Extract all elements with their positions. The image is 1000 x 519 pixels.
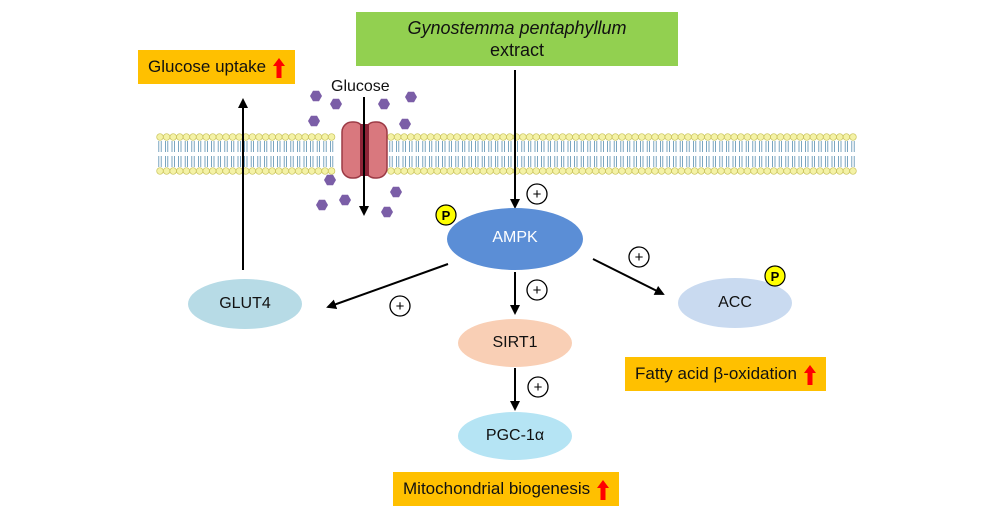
acc-node (678, 278, 792, 328)
glucose-molecule-icon (310, 90, 322, 102)
glut4-label: GLUT4 (219, 295, 271, 312)
cell-membrane (156, 133, 857, 175)
sirt1-label: SIRT1 (492, 334, 538, 351)
activation-symbol: + (533, 186, 542, 203)
activation-plus-icon: + (527, 376, 549, 398)
increase-arrow-icon (596, 479, 609, 500)
glucose-label: Glucose (331, 78, 390, 95)
increase-arrow-icon (803, 364, 816, 385)
glucose-molecule-icon (405, 91, 417, 103)
activation-symbol: + (635, 249, 644, 266)
activation-plus-icon: + (389, 295, 411, 317)
glucose-molecules (308, 90, 417, 218)
fatty-acid-oxidation-label: Fatty acid β-oxidation (635, 364, 797, 383)
ampk-label: AMPK (492, 229, 538, 246)
glucose-molecule-icon (339, 194, 351, 206)
fatty-acid-oxidation-box: Fatty acid β-oxidation (625, 357, 826, 391)
mitochondrial-biogenesis-box: Mitochondrial biogenesis (393, 472, 619, 506)
mitochondrial-biogenesis-label: Mitochondrial biogenesis (403, 479, 591, 498)
glucose-molecule-icon (324, 174, 336, 186)
phosphorylation-icon: P (435, 204, 457, 226)
sirt1-node (458, 319, 572, 367)
activation-plus-icon: + (628, 246, 650, 268)
glucose-molecule-icon (378, 98, 390, 110)
glut4-node (188, 279, 302, 329)
pgc1a-label: PGC-1α (485, 427, 545, 444)
extract-box: Gynostemma pentaphyllum extract (356, 12, 678, 66)
phosphorylation-icon: P (764, 265, 786, 287)
ampk-to-acc-arrow (592, 258, 665, 295)
activation-plus-icon: + (526, 279, 548, 301)
glucose-uptake-box: Glucose uptake (138, 50, 295, 84)
glucose-molecule-icon (390, 186, 402, 198)
glucose-molecule-icon (399, 118, 411, 130)
activation-symbol: + (533, 282, 542, 299)
phospho-symbol: P (442, 208, 451, 223)
acc-label: ACC (718, 294, 752, 311)
activation-symbol: + (396, 298, 405, 315)
activation-plus-icon: + (526, 183, 548, 205)
increase-arrow-icon (272, 57, 285, 78)
ampk-node (447, 208, 583, 270)
extract-suffix-label: extract (489, 40, 545, 60)
pgc1a-node (458, 412, 572, 460)
glucose-molecule-icon (308, 115, 320, 127)
glucose-molecule-icon (316, 199, 328, 211)
glucose-molecule-icon (330, 98, 342, 110)
activation-symbol: + (534, 379, 543, 396)
ampk-to-glut4-arrow (326, 263, 449, 310)
extract-species-label: Gynostemma pentaphyllum (407, 18, 627, 38)
phospho-symbol: P (771, 269, 780, 284)
glucose-uptake-label: Glucose uptake (148, 57, 267, 76)
glucose-molecule-icon (381, 206, 393, 218)
